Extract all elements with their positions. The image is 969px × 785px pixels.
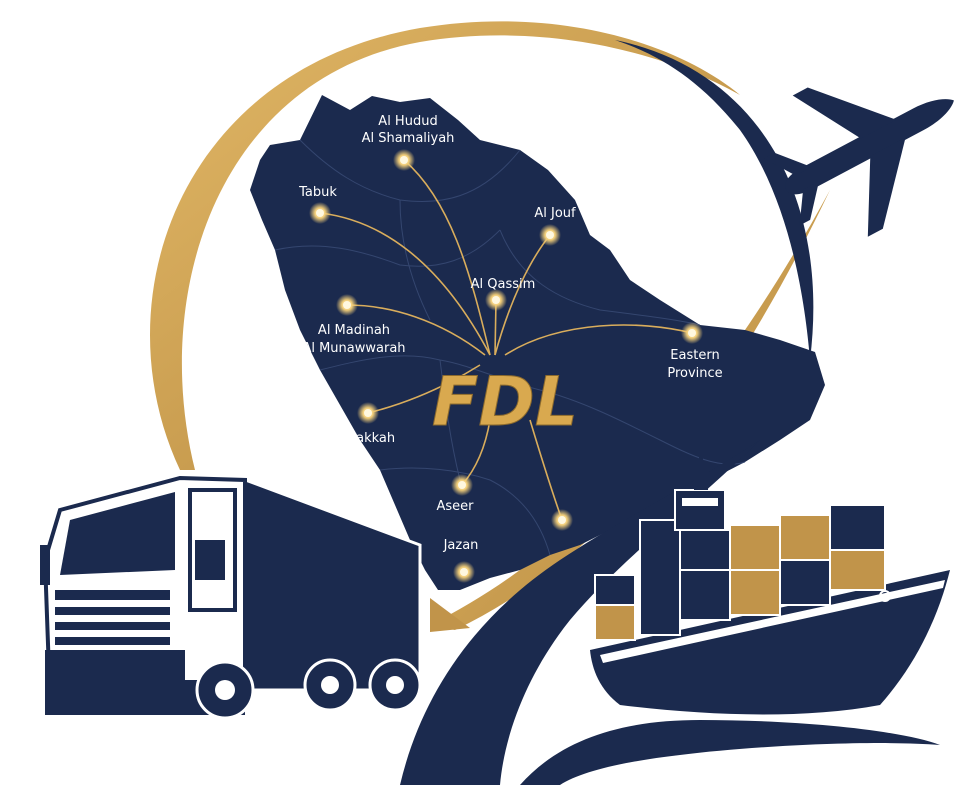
dot-jazan	[453, 561, 475, 583]
road-swoosh	[400, 440, 940, 785]
brand-wordmark: FDL	[432, 363, 578, 442]
region-eastern-line1: Eastern	[670, 348, 719, 363]
region-aseer: Aseer	[436, 499, 474, 514]
airplane-icon	[763, 87, 954, 237]
dot-makkah	[357, 402, 379, 424]
region-hudud-line1: Al Hudud	[378, 114, 437, 129]
region-eastern-line2: Province	[667, 366, 722, 381]
region-labels: Al Hudud Al Shamaliyah Tabuk Al Jouf Al …	[298, 114, 723, 553]
dot-jouf	[539, 224, 561, 246]
region-tabuk: Tabuk	[298, 185, 337, 200]
saudi-map-icon	[250, 95, 825, 590]
region-qassim: Al Qassim	[471, 277, 536, 292]
region-dots	[309, 149, 703, 583]
region-makkah: Makkah	[345, 431, 395, 446]
region-madinah-line2: Al Munawwarah	[302, 341, 405, 356]
dot-aseer	[451, 474, 473, 496]
dot-qassim	[485, 289, 507, 311]
truck-icon	[40, 475, 422, 720]
dot-southern	[551, 509, 573, 531]
region-jouf: Al Jouf	[534, 206, 576, 221]
route-lines	[319, 159, 693, 521]
region-madinah-line1: Al Madinah	[318, 323, 390, 338]
dot-tabuk	[309, 202, 331, 224]
region-jazan: Jazan	[443, 538, 479, 553]
dot-hudud	[393, 149, 415, 171]
region-hudud-line2: Al Shamaliyah	[362, 131, 455, 146]
dot-madinah	[336, 294, 358, 316]
dot-eastern	[681, 322, 703, 344]
cargo-ship-icon	[590, 450, 950, 715]
